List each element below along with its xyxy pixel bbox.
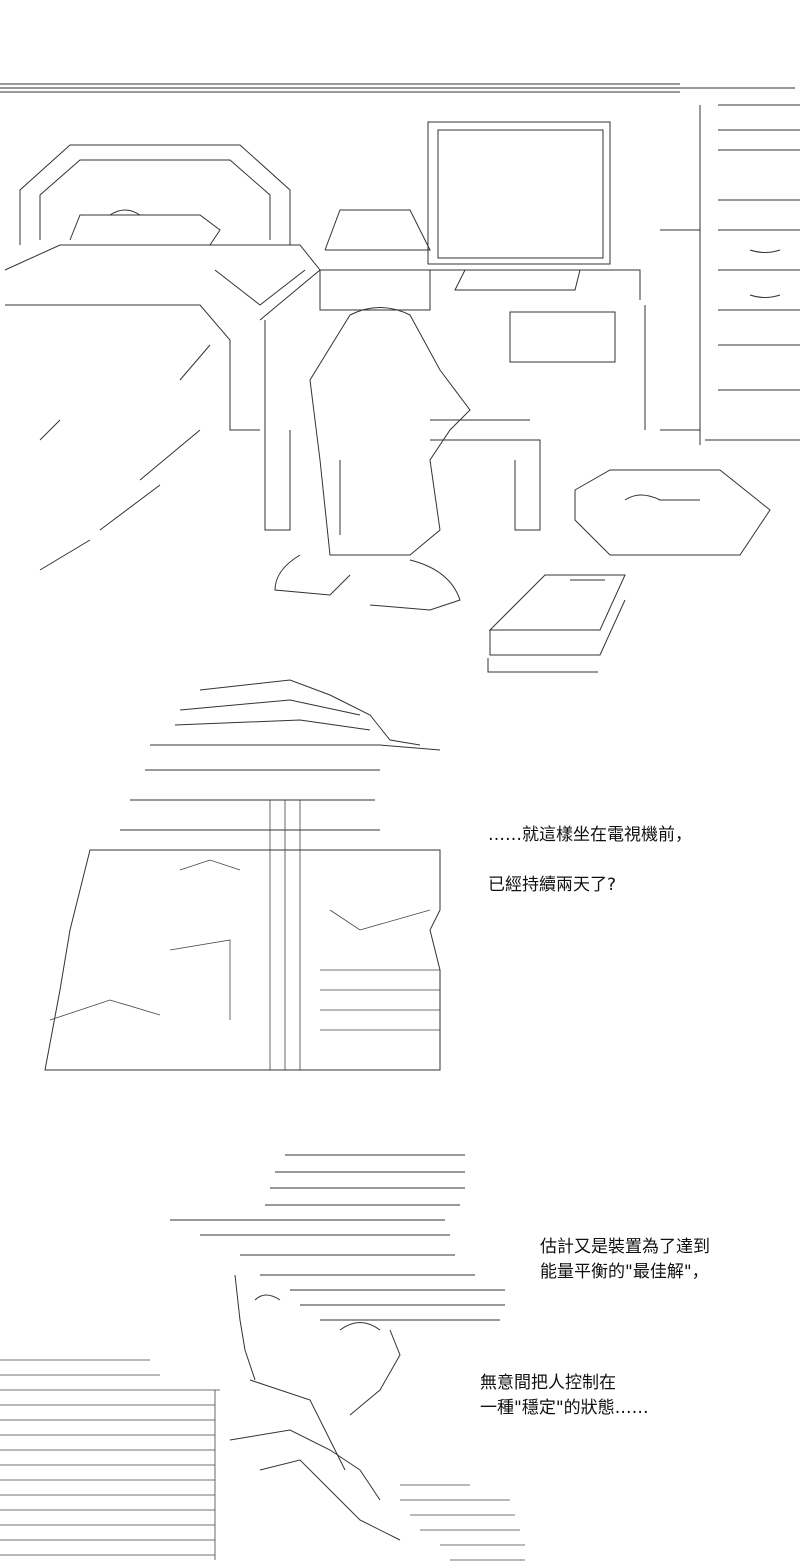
panel-room: [0, 0, 800, 680]
console-device: [319, 209, 616, 363]
dialog-line-3: 估計又是裝置為了達到: [540, 1237, 710, 1257]
face: [234, 1274, 401, 1471]
table: [259, 269, 641, 531]
room-illustration: [0, 83, 800, 673]
sofa: [4, 144, 321, 306]
closeup-illustration: [44, 679, 441, 1071]
floor: [5, 304, 260, 571]
dialog-line-1: ……就這樣坐在電視機前，: [488, 825, 692, 845]
sitting-figure: [274, 307, 471, 611]
hat-brim: [170, 1154, 505, 1321]
top-border: [0, 83, 795, 93]
figure-hood: [120, 679, 441, 831]
shoulder-lines: [0, 1359, 525, 1561]
tv-monitor: [427, 121, 611, 291]
shelf: [644, 104, 800, 445]
book-stack: [487, 574, 626, 673]
panel-closeup: ……就這樣坐在電視機前， 已經持續兩天了?: [0, 670, 800, 1090]
figure-body: [44, 800, 441, 1071]
panel-face: 估計又是裝置為了達到 能量平衡的"最佳解"， 無意間把人控制在 一種"穩定"的狀…: [0, 1140, 800, 1567]
floor-cushion: [574, 469, 771, 556]
dialog-line-4: 能量平衡的"最佳解"，: [540, 1262, 709, 1282]
dialog-line-5: 無意間把人控制在: [480, 1373, 616, 1393]
dialog-line-6: 一種"穩定"的狀態……: [480, 1398, 649, 1418]
dialog-line-2: 已經持續兩天了?: [488, 875, 617, 895]
face-illustration: [0, 1154, 525, 1561]
